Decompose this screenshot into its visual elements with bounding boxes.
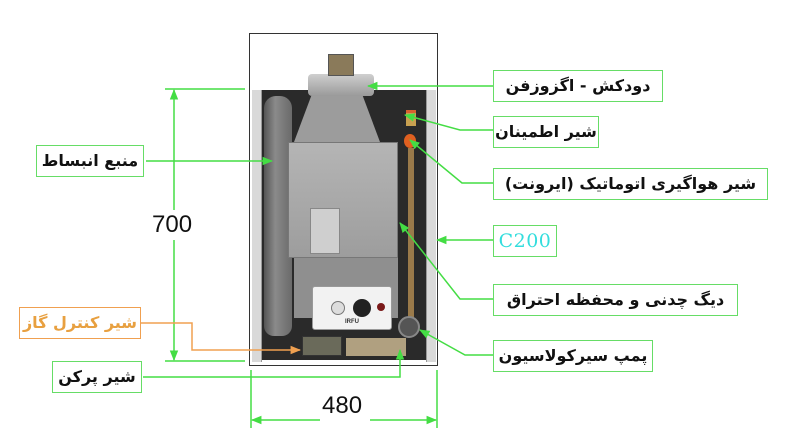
thermostat-knob [353,299,371,317]
combustion-chamber [288,142,398,258]
control-panel-brand: IRFU [345,319,359,325]
label-gas-control-valve: شیر کنترل گاز [19,307,141,339]
circulation-pump-shape [398,316,420,338]
bottom-fittings [346,338,406,356]
label-auto-air-vent: شیر هواگیری اتوماتیک (ایرونت) [493,168,768,200]
temperature-gauge [331,301,345,315]
control-panel: IRFU [312,286,392,330]
left-side-rail [252,90,262,362]
label-circulation-pump: پمپ سیرکولاسیون [493,340,653,372]
label-fill-valve: شیر پرکن [52,361,142,393]
label-model-c200: C200 [493,225,557,257]
height-dimension-label: 700 [150,211,195,239]
combustion-hood [294,96,380,142]
expansion-tank-shape [264,96,292,336]
safety-valve-shape [406,110,416,126]
right-side-rail [426,90,436,362]
fan-motor [328,54,354,76]
gas-valve-shape [302,336,342,356]
flue-fan-housing [308,74,374,96]
rating-plate [310,208,340,254]
pipe-right [408,148,414,328]
label-cast-iron-boiler: دیگ چدنی و محفظه احتراق [493,284,738,316]
label-safety-valve: شیر اطمینان [493,116,599,148]
air-vent-shape [404,134,416,148]
indicator-light [377,303,385,311]
width-dimension-label: 480 [320,392,365,420]
label-expansion-tank: منبع انبساط [36,145,144,177]
boiler-photo: IRFU [249,33,438,366]
label-flue-fan: دودکش - اگزوزفن [493,70,663,102]
